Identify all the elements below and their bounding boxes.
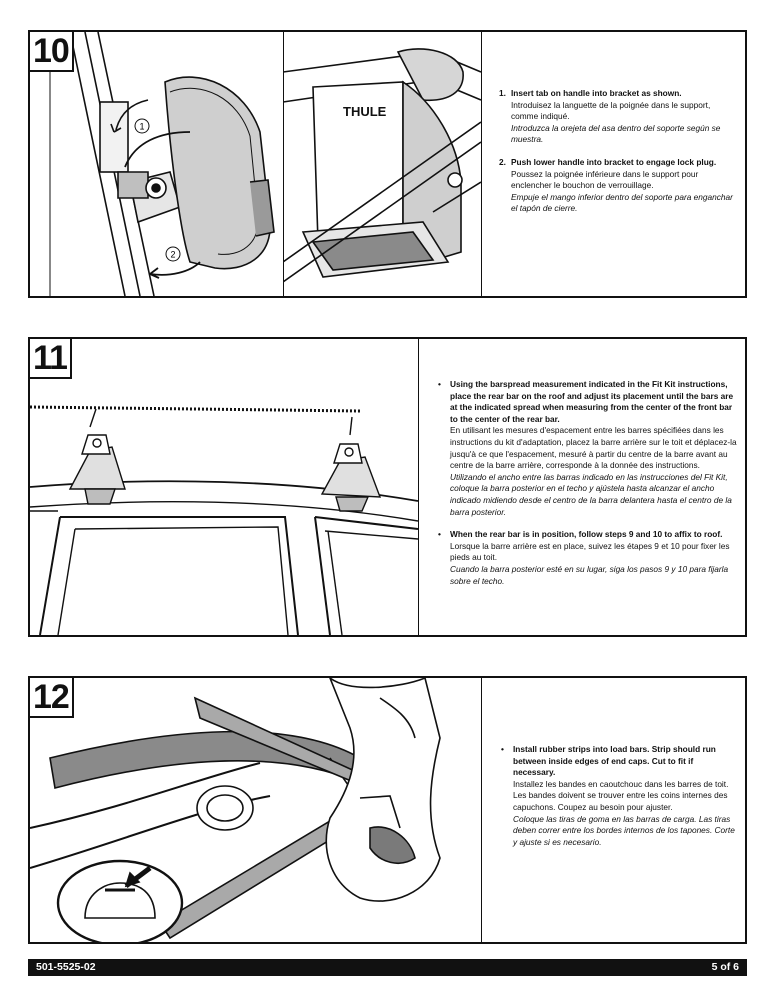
instruction-item: • When the rear bar is in position, foll… — [438, 529, 737, 587]
item-number: 1. — [499, 88, 506, 98]
bullet-marker: • — [438, 529, 441, 540]
thule-foot-illustration: THULE — [283, 32, 482, 296]
thule-logo: THULE — [343, 104, 387, 119]
instruction-french: En utilisant les mesures d'espacement en… — [450, 425, 737, 471]
rubber-strip-illustration — [30, 678, 482, 942]
step-11-instructions: • Using the barspread measurement indica… — [418, 339, 745, 635]
bullet-marker: • — [438, 379, 441, 389]
instruction-french: Introduisez la languette de la poignée d… — [511, 99, 711, 122]
thule-foot-drawing: THULE — [283, 48, 481, 283]
instruction-french: Poussez la poignée inférieure dans le su… — [511, 168, 699, 191]
instruction-spanish: Cuando la barra posterior esté en su lug… — [450, 563, 729, 586]
bullet-marker: • — [501, 744, 504, 754]
step-10-panel: 10 — [28, 30, 747, 298]
instruction-spanish: Coloque las tiras de goma en las barras … — [513, 813, 735, 847]
instruction-item: • Install rubber strips into load bars. … — [501, 744, 737, 848]
instruction-item: 2. Push lower handle into bracket to eng… — [499, 157, 739, 215]
step-12-instructions: • Install rubber strips into load bars. … — [481, 678, 745, 942]
item-number: 2. — [499, 156, 506, 167]
instruction-english: Insert tab on handle into bracket as sho… — [511, 88, 682, 98]
instruction-english: Push lower handle into bracket to engage… — [511, 156, 717, 167]
callout-1: 1 — [139, 122, 144, 132]
page-number: 5 of 6 — [711, 961, 739, 973]
callout-2: 2 — [170, 250, 175, 260]
step-11-panel: 11 — [28, 337, 747, 637]
document-number: 501-5525-02 — [36, 961, 96, 973]
instruction-item: 1. Insert tab on handle into bracket as … — [499, 88, 739, 146]
rubber-strip-drawing — [30, 678, 441, 942]
step-number: 10 — [28, 30, 74, 72]
step-number: 12 — [28, 676, 74, 718]
instruction-english: When the rear bar is in position, follow… — [450, 529, 723, 540]
step-12-panel: 12 — [28, 676, 747, 944]
car-roof-bars-illustration — [30, 339, 419, 635]
instruction-english: Using the barspread measurement indicate… — [450, 379, 734, 424]
instruction-spanish: Empuje el mango inferior dentro del sopo… — [511, 191, 733, 214]
instruction-item: • Using the barspread measurement indica… — [438, 379, 737, 518]
instruction-spanish: Introduzca la orejeta del asa dentro del… — [511, 122, 721, 145]
step-number: 11 — [28, 337, 72, 379]
instruction-french: Lorsque la barre arrière est en place, s… — [450, 540, 730, 563]
instruction-spanish: Utilizando el ancho entre las barras ind… — [450, 471, 732, 517]
instruction-english: Install rubber strips into load bars. St… — [513, 744, 716, 778]
step-10-instructions: 1. Insert tab on handle into bracket as … — [481, 32, 745, 296]
handle-bracket-illustration: 1 2 — [30, 32, 284, 296]
handle-bracket-drawing: 1 2 — [49, 32, 275, 296]
car-roof-drawing — [30, 405, 418, 635]
instruction-french: Installez les bandes en caoutchouc dans … — [513, 778, 729, 812]
page-footer: 501-5525-02 5 of 6 — [28, 959, 747, 976]
